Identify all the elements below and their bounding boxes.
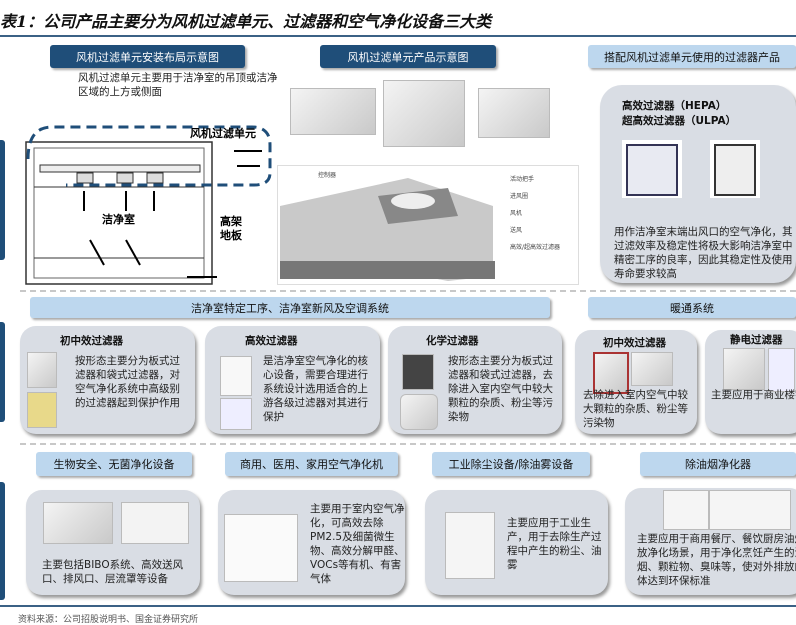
title-rule bbox=[0, 35, 796, 37]
ffu-3d-diagram: 控制器 活动把手 进风圈 风机 送风 高效/超高效过滤器 bbox=[277, 165, 579, 285]
industrial-card: 主要应用于工业生产，用于去除生产过程中产生的粉尘、油雾 bbox=[425, 490, 608, 595]
card-title: 初中效过滤器 bbox=[603, 337, 666, 349]
card-description: 是洁净室空气净化的核心设备，需要合理进行系统设计选用适合的上游各级过滤器对其进行… bbox=[263, 355, 368, 423]
card-description: 主要应用于商业楼宇或大型公共建筑的暖通系统空气净化 bbox=[711, 389, 796, 401]
fume-card: 主要应用于商用餐厅、餐饮厨房油烟排放净化场景，用于净化烹饪产生的油烟、颗粒物、臭… bbox=[625, 488, 796, 595]
layout-header: 风机过滤单元安装布局示意图 bbox=[50, 45, 245, 68]
layout-description: 风机过滤单元主要用于洁净室的吊顶或洁净区域的上方或侧面 bbox=[78, 72, 278, 98]
filter-card: 初中效过滤器 按形态主要分为板式过滤器和袋式过滤器，对空气净化系统中高级别的过滤… bbox=[20, 326, 195, 434]
label-controller: 控制器 bbox=[318, 172, 337, 179]
bio-card: 主要包括BIBO系统、高效送风口、排风口、层流罩等设备 bbox=[26, 490, 200, 595]
card-description: 按形态主要分为板式过滤器和袋式过滤器，对空气净化系统中高级别的过滤器起到保护作用 bbox=[75, 355, 180, 409]
card-title: 化学过滤器 bbox=[426, 335, 479, 347]
divider bbox=[20, 290, 796, 292]
bio-header: 生物安全、无菌净化设备 bbox=[36, 452, 192, 476]
industrial-header: 工业除尘设备/除油雾设备 bbox=[432, 452, 590, 476]
card-title: 初中效过滤器 bbox=[60, 335, 123, 347]
cleanroom-label: 洁净室 bbox=[102, 213, 135, 226]
cleanroom-system-header: 洁净室特定工序、洁净室新风及空调系统 bbox=[30, 297, 550, 318]
label-hepa: 高效/超高效过滤器 bbox=[510, 244, 561, 251]
card-description: 去除进入室内空气中较大颗粒的杂质、粉尘等污染物 bbox=[583, 389, 688, 429]
card-description: 主要应用于工业生产，用于去除生产过程中产生的粉尘、油雾 bbox=[507, 517, 602, 571]
filter-card: 化学过滤器 按形态主要分为板式过滤器和袋式过滤器，去除进入室内空气中较大颗粒的杂… bbox=[388, 326, 562, 434]
category-bar-ffu bbox=[0, 140, 5, 260]
category-bar-filters bbox=[0, 322, 5, 422]
hvac-header: 暖通系统 bbox=[588, 297, 796, 318]
hepa-description: 用作洁净室末端出风口的空气净化，其过滤效率及稳定性将极大影响洁净室中精密工序的良… bbox=[614, 226, 793, 280]
divider bbox=[20, 443, 796, 445]
label-fan: 风机 bbox=[510, 210, 523, 217]
source-note: 资料来源：公司招股说明书、国金证券研究所 bbox=[18, 615, 199, 625]
hepa-card: 高效过滤器（HEPA） 超高效过滤器（ULPA） 用作洁净室末端出风口的空气净化… bbox=[600, 85, 796, 283]
card-description: 主要包括BIBO系统、高效送风口、排风口、层流罩等设备 bbox=[42, 559, 184, 585]
cleanroom-layout-diagram: 风机过滤单元 洁净室 高架地板 bbox=[22, 125, 272, 287]
filter-card: 静电过滤器 主要应用于商业楼宇或大型公共建筑的暖通系统空气净化 bbox=[705, 330, 796, 434]
ffu-photo-1 bbox=[290, 88, 376, 135]
label-inlet-ring: 进风圈 bbox=[510, 193, 529, 200]
card-description: 主要应用于商用餐厅、餐饮厨房油烟排放净化场景，用于净化烹饪产生的油烟、颗粒物、臭… bbox=[637, 533, 796, 587]
ffu-photo-3 bbox=[478, 88, 550, 138]
card-description: 主要用于室内空气净化，可高效去除PM2.5及细菌微生物、高效分解甲醛、VOCs等… bbox=[310, 503, 405, 585]
product-header: 风机过滤单元产品示意图 bbox=[320, 45, 496, 68]
footer-rule bbox=[0, 605, 796, 607]
ffu-photo-2 bbox=[383, 80, 465, 147]
label-supply: 送风 bbox=[510, 227, 523, 234]
filter-card: 高效过滤器 是洁净室空气净化的核心设备，需要合理进行系统设计选用适合的上游各级过… bbox=[205, 326, 380, 434]
figure-title: 表1：公司产品主要分为风机过滤单元、过滤器和空气净化设备三大类 bbox=[0, 12, 492, 31]
purifier-card: 主要用于室内空气净化，可高效去除PM2.5及细菌微生物、高效分解甲醛、VOCs等… bbox=[218, 490, 405, 595]
label-handle: 活动把手 bbox=[510, 176, 535, 183]
hepa-title: 高效过滤器（HEPA） bbox=[622, 100, 727, 112]
filter-card: 初中效过滤器 去除进入室内空气中较大颗粒的杂质、粉尘等污染物 bbox=[575, 330, 697, 434]
ffu-label: 风机过滤单元 bbox=[190, 127, 256, 140]
card-title: 静电过滤器 bbox=[730, 334, 783, 346]
card-description: 按形态主要分为板式过滤器和袋式过滤器，去除进入室内空气中较大颗粒的杂质、粉尘等污… bbox=[448, 355, 553, 423]
raised-floor-label: 高架地板 bbox=[220, 215, 242, 242]
ulpa-title: 超高效过滤器（ULPA） bbox=[622, 115, 737, 127]
filter-header: 搭配风机过滤单元使用的过滤器产品 bbox=[588, 45, 796, 68]
category-bar-purifiers bbox=[0, 482, 5, 600]
fume-header: 除油烟净化器 bbox=[640, 452, 796, 476]
air-purifier-header: 商用、医用、家用空气净化机 bbox=[225, 452, 398, 476]
card-title: 高效过滤器 bbox=[245, 335, 298, 347]
